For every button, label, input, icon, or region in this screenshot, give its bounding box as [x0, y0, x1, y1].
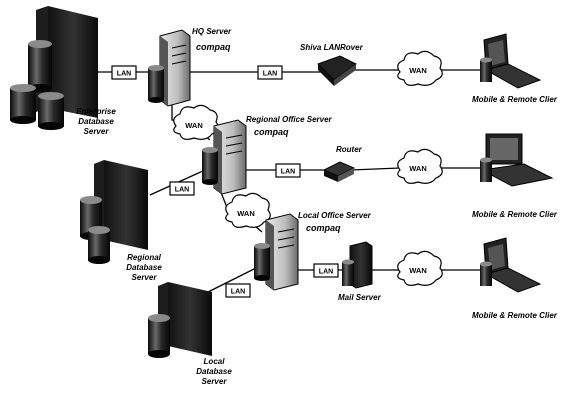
enterprise-db-label-1: Enterprise [76, 107, 116, 116]
hq-brand-label: compaq [196, 42, 231, 52]
regional-database-server [80, 160, 148, 264]
mobile-client-1 [480, 34, 540, 88]
enterprise-db-label-2: Database [78, 117, 114, 126]
local-brand-label: compaq [306, 223, 341, 233]
database-cylinder-icon [28, 40, 52, 92]
svg-text:WAN: WAN [409, 266, 427, 275]
mobile-client-2 [480, 134, 552, 186]
hq-server-label: HQ Server [192, 27, 232, 36]
svg-text:WAN: WAN [409, 66, 427, 75]
lan-badge: LAN [170, 182, 194, 195]
wan-cloud: WAN [226, 193, 271, 227]
shiva-label: Shiva LANRover [300, 43, 364, 52]
router-device [324, 162, 354, 182]
local-database-server [148, 282, 212, 358]
svg-text:LAN: LAN [263, 71, 277, 78]
svg-text:LAN: LAN [281, 169, 295, 176]
wan-cloud: WAN [398, 149, 443, 183]
database-cylinder-icon [10, 84, 36, 124]
lan-badge: LAN [226, 284, 250, 297]
database-cylinder-icon [202, 147, 218, 185]
regional-office-server-label: Regional Office Server [246, 115, 333, 124]
svg-text:LAN: LAN [231, 289, 245, 296]
svg-text:WAN: WAN [409, 164, 427, 173]
database-cylinder-icon [342, 260, 354, 287]
database-cylinder-icon [38, 92, 64, 130]
local-office-server-label: Local Office Server [298, 211, 372, 220]
svg-text:LAN: LAN [117, 71, 131, 78]
wan-cloud: WAN [398, 251, 443, 285]
svg-text:WAN: WAN [237, 209, 255, 218]
shiva-lanrover-device [318, 56, 356, 86]
router-label: Router [336, 145, 363, 154]
mail-server-label: Mail Server [338, 293, 382, 302]
wan-cloud: WAN [398, 51, 443, 85]
svg-text:LAN: LAN [175, 187, 189, 194]
database-cylinder-icon [88, 226, 110, 264]
client-label-3: Mobile & Remote Clier [472, 311, 558, 320]
database-cylinder-icon [254, 243, 270, 281]
client-label-1: Mobile & Remote Clier [472, 95, 558, 104]
lan-badge: LAN [112, 66, 136, 79]
local-db-label-3: Server [202, 377, 228, 386]
database-cylinder-icon [480, 58, 492, 83]
lan-badge: LAN [258, 66, 282, 79]
database-cylinder-icon [148, 314, 170, 358]
regional-db-label-3: Server [132, 273, 158, 282]
svg-text:LAN: LAN [319, 269, 333, 276]
mail-server [342, 242, 372, 288]
local-db-label-2: Database [196, 367, 232, 376]
regional-brand-label: compaq [254, 127, 289, 137]
regional-db-label-1: Regional [127, 253, 162, 262]
client-label-2: Mobile & Remote Clier [472, 210, 558, 219]
regional-db-label-2: Database [126, 263, 162, 272]
local-db-label-1: Local [204, 357, 226, 366]
lan-badge: LAN [314, 264, 338, 277]
wan-cloud: WAN [174, 105, 219, 139]
enterprise-db-label-3: Server [84, 127, 110, 136]
database-cylinder-icon [480, 262, 492, 287]
mobile-client-3 [480, 238, 540, 292]
lan-badge: LAN [276, 164, 300, 177]
hq-server [148, 30, 190, 106]
database-cylinder-icon [148, 65, 164, 103]
database-cylinder-icon [480, 158, 492, 183]
svg-text:WAN: WAN [185, 121, 203, 130]
